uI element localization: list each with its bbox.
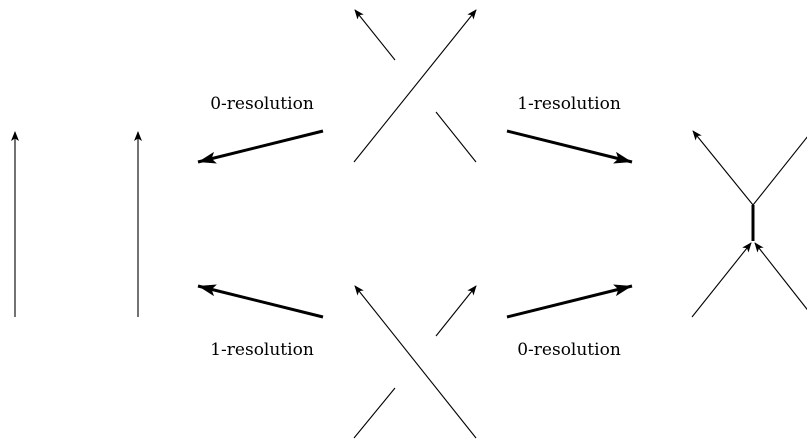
resolution-arrows	[197, 129, 633, 319]
bottom-crossing-under-strand-upper	[435, 285, 477, 337]
singular-in-right	[754, 242, 807, 311]
arrow-bottom-right	[506, 284, 633, 319]
arrow-top-right	[506, 129, 633, 164]
parallel-resolution	[11, 131, 142, 317]
label-top-left: 0-resolution	[210, 94, 314, 114]
top-crossing-over-strand	[353, 9, 477, 163]
bottom-crossing-under-strand-lower	[353, 387, 396, 439]
bottom-crossing-over-strand	[354, 285, 477, 439]
label-bottom-right: 0-resolution	[517, 340, 621, 360]
top-crossing-under-strand-upper	[354, 9, 396, 61]
singular-out-right	[752, 136, 807, 206]
arrow-bottom-left	[197, 284, 324, 319]
top-crossing	[353, 9, 477, 163]
label-top-right: 1-resolution	[517, 94, 621, 114]
top-crossing-under-strand-lower	[435, 111, 477, 163]
label-bottom-left: 1-resolution	[210, 340, 314, 360]
singular-resolution	[691, 130, 807, 318]
bottom-crossing	[353, 285, 477, 439]
arrow-top-left	[197, 129, 324, 164]
singular-out-left	[692, 130, 754, 206]
singular-in-left	[691, 242, 752, 318]
